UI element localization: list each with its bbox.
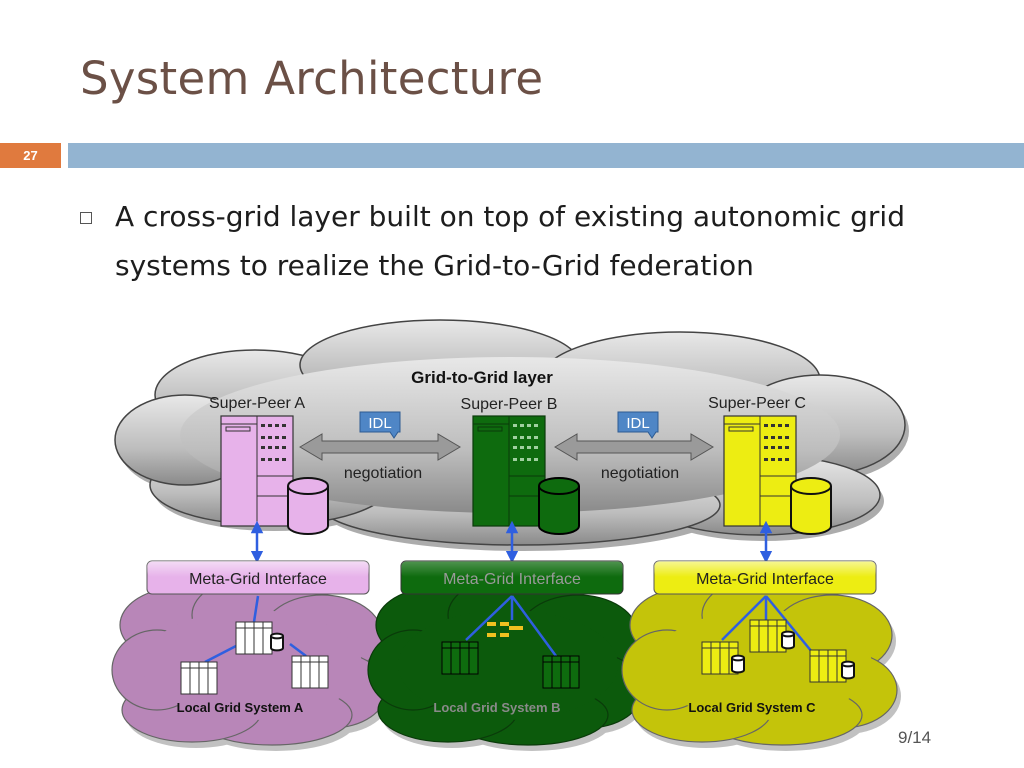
idl-badge-bc: IDL xyxy=(617,411,659,439)
local-grid-a-contents xyxy=(180,595,329,695)
architecture-diagram: Grid-to-Grid layer Super-Peer A Super-Pe… xyxy=(111,319,909,751)
bullet-square-icon xyxy=(80,212,92,224)
meta-grid-interface-c: Meta-Grid Interface xyxy=(653,560,877,595)
local-grid-a-label: Local Grid System A xyxy=(177,700,304,715)
super-peer-a-label: Super-Peer A xyxy=(209,395,305,412)
local-grid-b-label: Local Grid System B xyxy=(433,700,560,715)
slide-title: System Architecture xyxy=(80,52,544,105)
negotiation-arrow-bc xyxy=(554,433,714,461)
super-peer-c-label: Super-Peer C xyxy=(708,395,806,412)
super-peer-c-database-icon xyxy=(790,477,832,535)
grid-to-grid-layer-label: Grid-to-Grid layer xyxy=(411,368,553,387)
negotiation-arrow-ab xyxy=(299,433,461,461)
meta-grid-interface-a-label: Meta-Grid Interface xyxy=(189,571,327,588)
super-peer-b-database-icon xyxy=(538,477,580,535)
meta-grid-interface-b: Meta-Grid Interface xyxy=(400,560,624,595)
meta-grid-interface-c-label: Meta-Grid Interface xyxy=(696,571,834,588)
idl-label-ab: IDL xyxy=(368,415,391,432)
idl-label-bc: IDL xyxy=(626,415,649,432)
super-peer-b-label: Super-Peer B xyxy=(461,396,558,413)
idl-badge-ab: IDL xyxy=(359,411,401,439)
meta-grid-interface-a: Meta-Grid Interface xyxy=(146,560,370,595)
super-peer-b-server-icon xyxy=(472,415,546,527)
negotiation-label-ab: negotiation xyxy=(344,465,422,482)
super-peer-a-server-icon xyxy=(220,415,294,527)
local-grid-a-cloud xyxy=(111,574,391,751)
local-grid-c-contents xyxy=(701,595,855,683)
super-peer-a-database-icon xyxy=(287,477,329,535)
slide-number-badge xyxy=(0,143,61,168)
negotiation-label-bc: negotiation xyxy=(601,465,679,482)
title-divider-bar xyxy=(68,143,1024,168)
super-peer-c-server-icon xyxy=(723,415,797,527)
page-counter: 9/14 xyxy=(898,728,932,747)
bullet-text: A cross-grid layer built on top of exist… xyxy=(115,200,905,282)
local-grid-b-contents xyxy=(441,595,580,689)
meta-grid-interface-b-label: Meta-Grid Interface xyxy=(443,571,581,588)
slide-number: 27 xyxy=(23,148,38,163)
local-grid-c-label: Local Grid System C xyxy=(688,700,816,715)
